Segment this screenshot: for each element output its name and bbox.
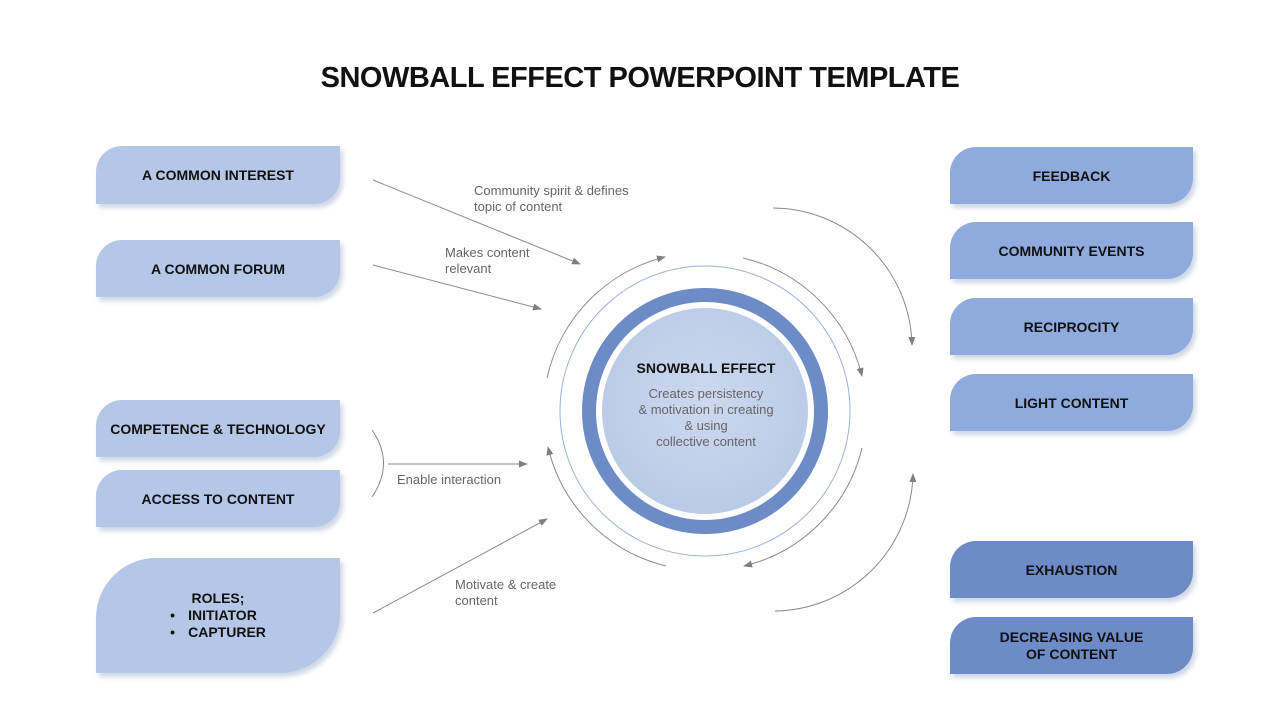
- note-line: topic of content: [474, 199, 563, 214]
- box-reciprocity: RECIPROCITY: [950, 298, 1193, 355]
- roles-item: INITIATOR: [170, 607, 266, 624]
- orbit-arrow-bottom-left: [546, 446, 667, 567]
- note-line: Makes content: [445, 245, 530, 260]
- outer-arc-top: [772, 207, 916, 346]
- box-common-forum: A COMMON FORUM: [96, 240, 340, 297]
- arrow-common-interest: [372, 179, 581, 265]
- note-line: Motivate & create: [455, 577, 557, 592]
- bracket-competence-access: [371, 429, 384, 498]
- roles-list: INITIATOR CAPTURER: [170, 607, 266, 641]
- box-feedback: FEEDBACK: [950, 147, 1193, 204]
- note-community-spirit: Community spirit & defines topic of cont…: [474, 183, 629, 215]
- center-title: SNOWBALL EFFECT: [636, 360, 776, 376]
- note-line: content: [455, 593, 498, 608]
- box-label: EXHAUSTION: [1025, 561, 1118, 578]
- roles-title: ROLES;: [191, 590, 245, 606]
- arrow-roles: [372, 518, 548, 614]
- box-label: COMMUNITY EVENTS: [998, 242, 1145, 259]
- page-title: SNOWBALL EFFECT POWERPOINT TEMPLATE: [320, 62, 960, 94]
- orbit-arrow-top-left: [546, 255, 666, 379]
- thin-outer-ring: [559, 265, 851, 557]
- box-common-interest: A COMMON INTEREST: [96, 146, 340, 204]
- orbit-arrow-bottom-right: [743, 447, 863, 568]
- box-light-content: LIGHT CONTENT: [950, 374, 1193, 431]
- center-content: SNOWBALL EFFECT Creates persistency & mo…: [604, 360, 808, 450]
- box-label: A COMMON INTEREST: [142, 167, 294, 183]
- center-desc-line: & motivation in creating: [638, 402, 774, 417]
- box-label: OF CONTENT: [1026, 645, 1117, 662]
- note-enable-interaction: Enable interaction: [397, 472, 502, 487]
- orbit-arrow-top-right: [742, 257, 864, 377]
- box-exhaustion: EXHAUSTION: [950, 541, 1193, 598]
- note-line: Community spirit & defines: [474, 183, 629, 198]
- box-label: COMPETENCE & TECHNOLOGY: [110, 420, 326, 437]
- box-label: ACCESS TO CONTENT: [141, 490, 295, 507]
- note-makes-relevant: Makes content relevant: [445, 245, 530, 277]
- box-label: LIGHT CONTENT: [1014, 394, 1129, 411]
- center-disc: [602, 308, 808, 514]
- box-competence-technology: COMPETENCE & TECHNOLOGY: [96, 400, 340, 457]
- center-description: Creates persistency & motivation in crea…: [604, 386, 808, 450]
- outer-arc-bottom: [774, 473, 917, 612]
- box-label: RECIPROCITY: [1023, 318, 1120, 335]
- box-community-events: COMMUNITY EVENTS: [950, 222, 1193, 279]
- note-line: relevant: [445, 261, 492, 276]
- center-desc-line: & using: [684, 418, 728, 433]
- box-label: FEEDBACK: [1032, 167, 1111, 184]
- box-label: A COMMON FORUM: [150, 260, 286, 277]
- center-desc-line: Creates persistency: [648, 386, 764, 401]
- box-decreasing-value: DECREASING VALUE OF CONTENT: [950, 617, 1193, 674]
- box-label: DECREASING VALUE: [999, 628, 1144, 645]
- thick-blue-ring: [582, 288, 828, 534]
- center-desc-line: collective content: [656, 434, 756, 449]
- box-roles: ROLES; INITIATOR CAPTURER: [96, 558, 340, 673]
- note-motivate: Motivate & create content: [455, 577, 556, 609]
- roles-item: CAPTURER: [170, 624, 266, 641]
- arrow-common-forum: [372, 264, 542, 311]
- box-access-to-content: ACCESS TO CONTENT: [96, 470, 340, 527]
